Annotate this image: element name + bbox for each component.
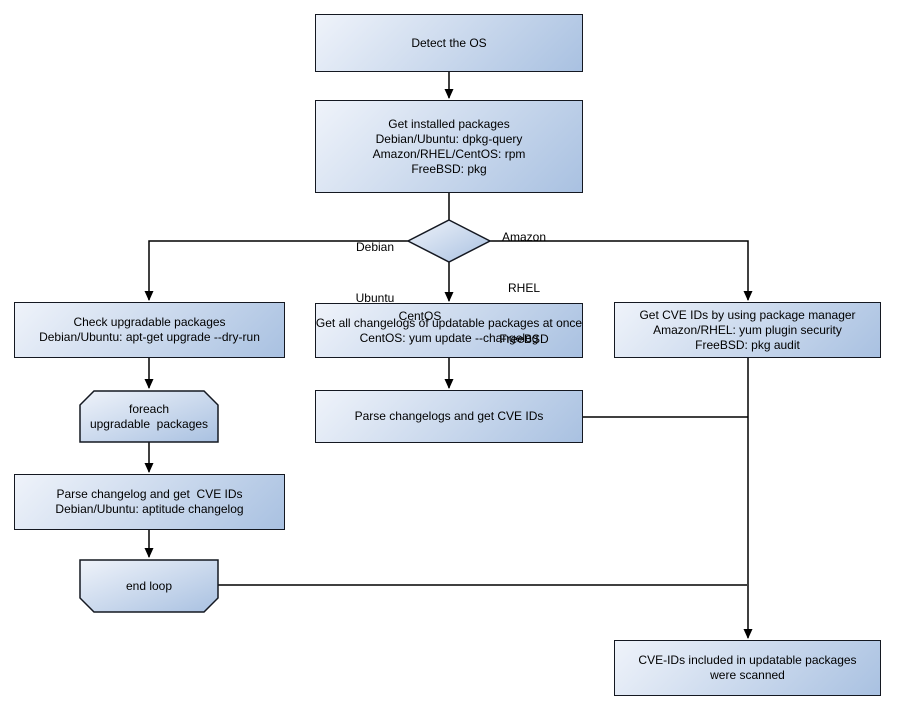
decision-diamond-shape <box>406 219 492 263</box>
node-label: end loop <box>125 578 173 593</box>
loop-end-shape <box>79 559 219 613</box>
edge-label-line: Amazon <box>501 230 547 244</box>
node-end-loop <box>79 559 219 613</box>
node-label: CVE-IDs included in updatable packages <box>638 653 857 667</box>
node-detect-os: Detect the OS <box>315 14 583 72</box>
node-label: FreeBSD: pkg audit <box>695 337 800 352</box>
node-label: Debian/Ubuntu: aptitude changelog <box>55 502 244 516</box>
node-label: foreach <box>128 401 170 416</box>
node-label: Amazon/RHEL: yum plugin security <box>653 322 842 337</box>
node-label: Get all changelogs of updatable packages… <box>315 315 583 330</box>
node-get-installed-packages: Get installed packages Debian/Ubuntu: dp… <box>315 100 583 193</box>
node-check-upgradable-packages: Check upgradable packages Debian/Ubuntu:… <box>14 302 285 358</box>
node-label: Debian/Ubuntu: apt-get upgrade --dry-run <box>39 330 260 344</box>
connector-decision-to-get-cve-ids <box>489 240 753 301</box>
edge-label-line: Ubuntu <box>355 291 395 305</box>
edge-label-amazon-rhel-freebsd: Amazon RHEL FreeBSD <box>489 195 559 382</box>
node-label: Detect the OS <box>411 35 487 50</box>
edge-label-line: RHEL <box>507 281 540 295</box>
connector-decision-to-check-upgradable <box>144 240 409 301</box>
node-label: Debian/Ubuntu: dpkg-query <box>375 131 523 146</box>
node-get-all-changelogs: Get all changelogs of updatable packages… <box>315 303 583 358</box>
node-label: were scanned <box>710 668 785 682</box>
node-label: Get installed packages <box>388 116 510 131</box>
node-parse-changelog-each: Parse changelog and get CVE IDs Debian/U… <box>14 474 285 530</box>
node-label: Get CVE IDs by using package manager <box>639 307 856 322</box>
node-label: Parse changelog and get CVE IDs <box>56 487 243 501</box>
node-label: Amazon/RHEL/CentOS: rpm <box>372 146 526 161</box>
edge-label-centos: CentOS <box>385 274 455 359</box>
node-label: Check upgradable packages <box>73 315 226 329</box>
edge-label-line: FreeBSD <box>499 332 549 346</box>
loop-start-shape <box>79 390 219 443</box>
node-foreach-loop-start <box>79 390 219 443</box>
node-foreach-loop-start-label: foreach upgradable packages <box>79 390 219 443</box>
node-os-decision <box>406 219 492 263</box>
node-get-cve-ids-package-manager: Get CVE IDs by using package manager Ama… <box>614 302 881 358</box>
edge-label-line: CentOS <box>398 309 442 323</box>
node-label: CentOS: yum update --changelog <box>359 330 539 345</box>
node-parse-changelogs: Parse changelogs and get CVE IDs <box>315 390 583 443</box>
node-label: upgradable packages <box>89 416 209 431</box>
edge-label-line: Debian <box>355 240 395 254</box>
node-label: FreeBSD: pkg <box>411 161 487 176</box>
edge-label-debian-ubuntu: Debian Ubuntu <box>340 205 410 341</box>
node-label: Parse changelogs and get CVE IDs <box>354 409 544 423</box>
node-end-loop-label: end loop <box>79 559 219 613</box>
node-cve-scanned: CVE-IDs included in updatable packages w… <box>614 640 881 696</box>
